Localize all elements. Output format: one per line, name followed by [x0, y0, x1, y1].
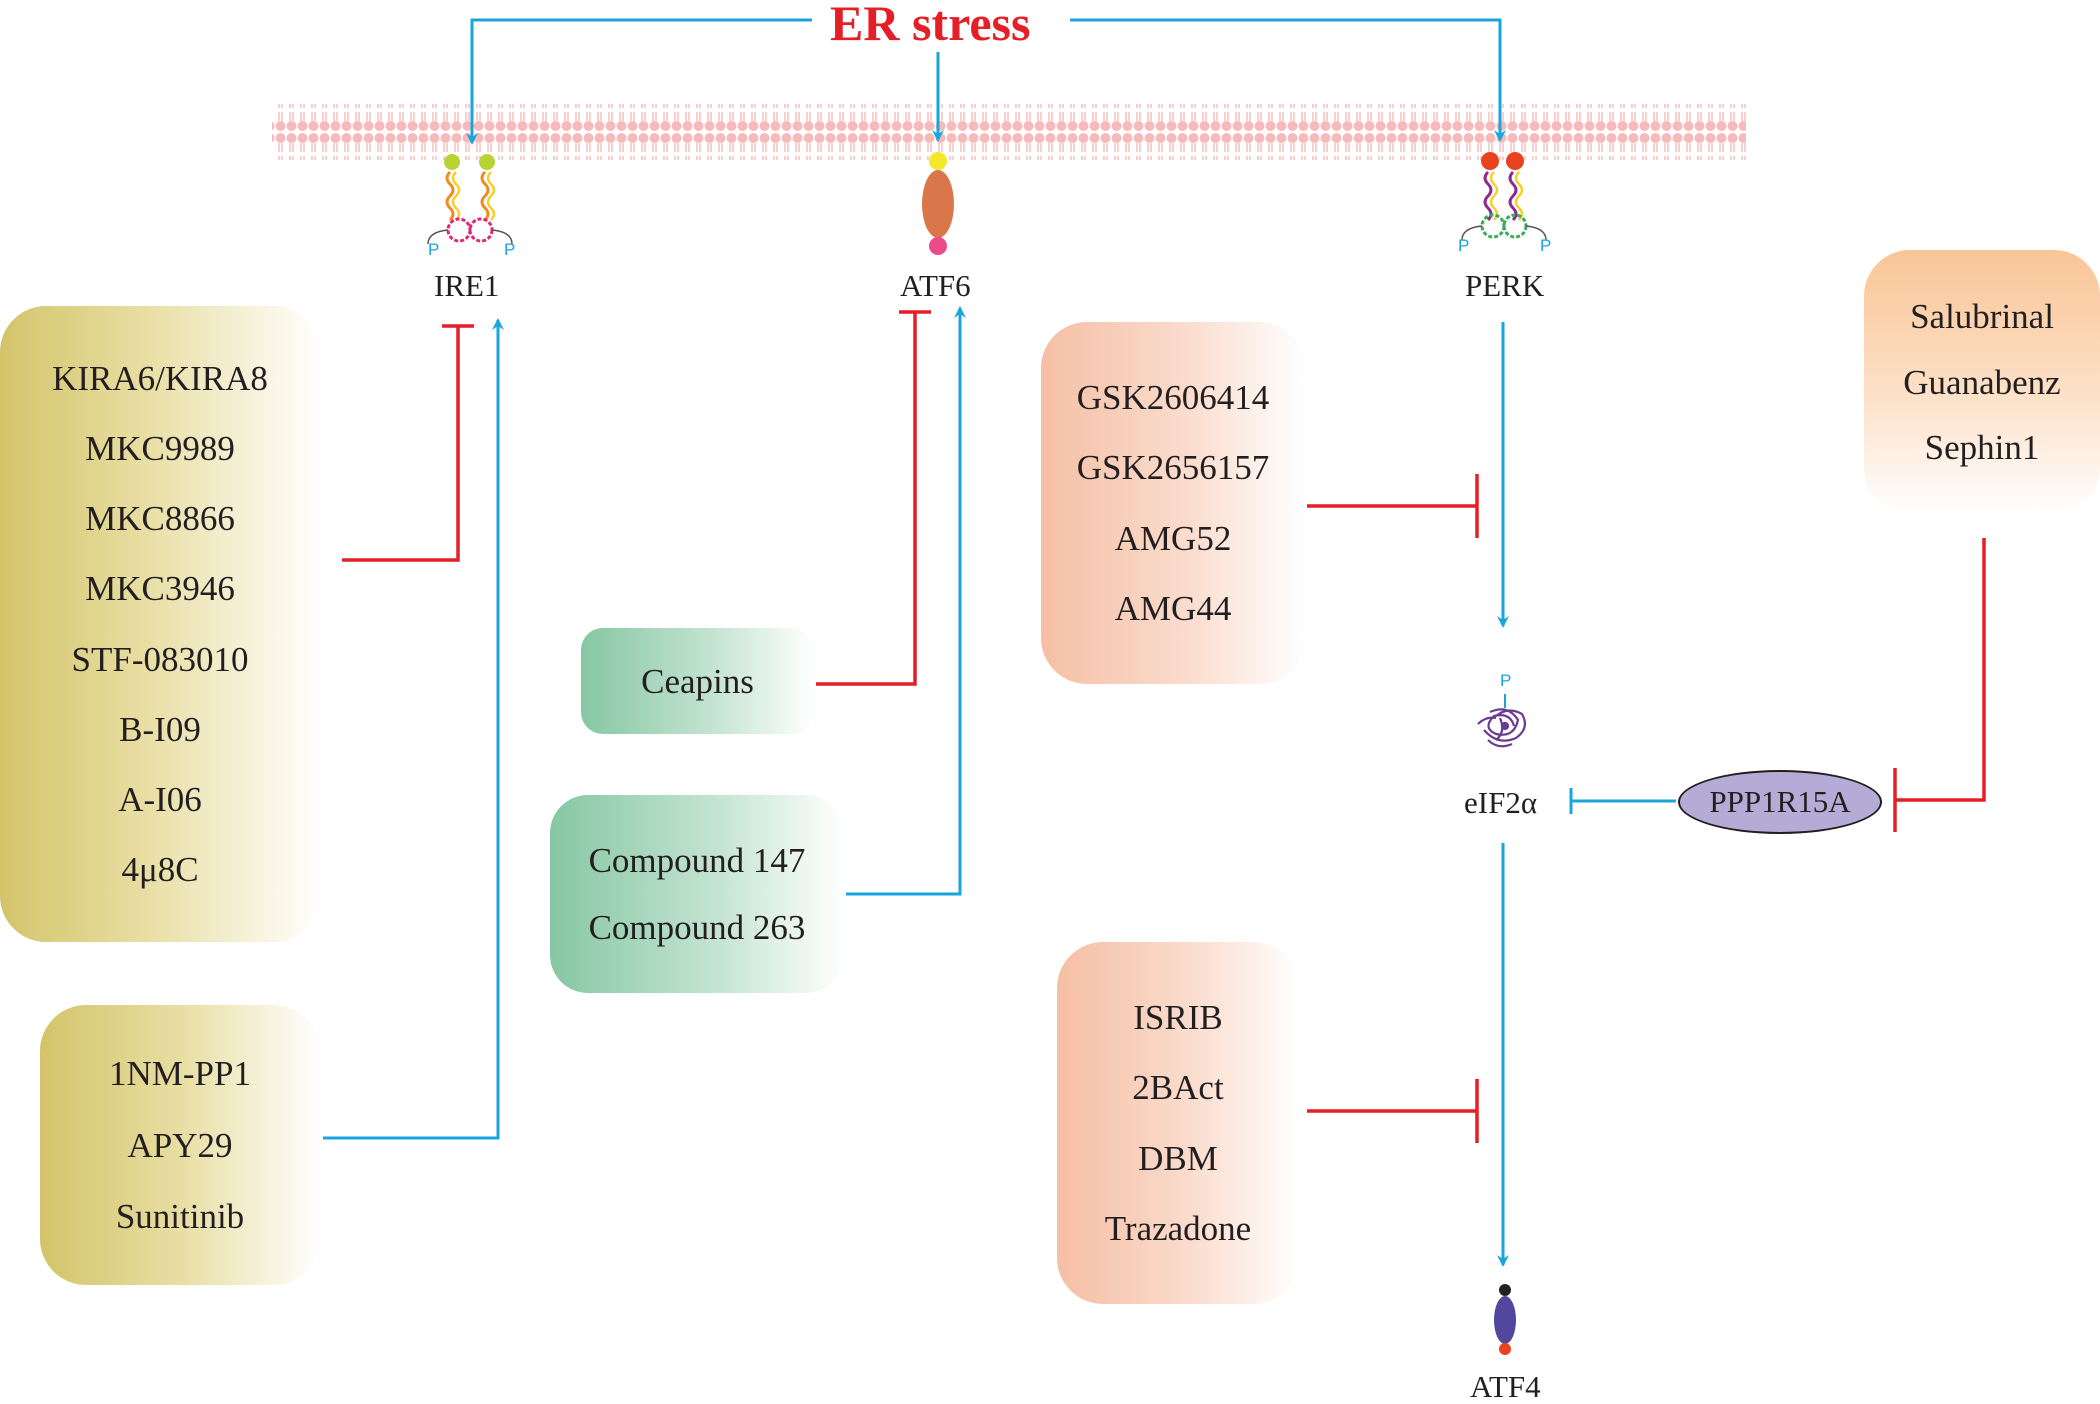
er-stress-arrows: [466, 18, 1506, 145]
atf6-activators-box: Compound 147 Compound 263: [550, 795, 844, 993]
isr-inhibitor: ISRIB: [1133, 997, 1223, 1037]
ire1-inhibitor: KIRA6/KIRA8: [52, 359, 268, 399]
atf6-label: ATF6: [900, 268, 971, 303]
er-membrane: [272, 104, 1746, 160]
ire1-inhibitor: MKC9989: [85, 429, 235, 469]
isr-inhibitor: 2BAct: [1132, 1068, 1224, 1108]
ire1-receptor-icon: [427, 154, 513, 245]
ppp1r15a-label: PPP1R15A: [1709, 784, 1851, 819]
perk-phospho-label-left: P: [1458, 236, 1470, 255]
perk-label: PERK: [1465, 268, 1545, 303]
atf6-inhibition-arrow: [816, 310, 931, 686]
ppp1r15a-inhibition-arrow: [1893, 538, 1986, 832]
eif2-dephos-inhibitor: Sephin1: [1924, 428, 2040, 468]
atf6-activator: Compound 147: [588, 841, 806, 880]
perk-receptor-icon: [1461, 152, 1547, 241]
isr-inhibitors-box: ISRIB 2BAct DBM Trazadone: [1057, 942, 1299, 1304]
ire1-inhibitors-box: KIRA6/KIRA8 MKC9989 MKC8866 MKC3946 STF-…: [0, 306, 320, 942]
ire1-inhibitor: MKC8866: [85, 499, 235, 539]
eif2a-protein-icon: [1477, 694, 1527, 748]
ire1-phospho-label-right: P: [504, 240, 516, 259]
perk-phospho-label-right: P: [1540, 236, 1552, 255]
perk-inhibitor: AMG44: [1114, 589, 1232, 629]
ire1-activators-box: 1NM-PP1 APY29 Sunitinib: [40, 1005, 320, 1285]
eif2-dephosphorylation-inhibitors-box: Salubrinal Guanabenz Sephin1: [1864, 250, 2100, 514]
atf6-activator: Compound 263: [588, 908, 806, 947]
eif2-dephos-inhibitor: Guanabenz: [1903, 362, 2061, 402]
eif2a-phospho-label: P: [1500, 671, 1512, 690]
ire1-activator: 1NM-PP1: [109, 1053, 251, 1093]
atf6-activation-arrow: [846, 306, 966, 896]
ppp1r15a-dephosphorylation-arrow: [1569, 788, 1676, 814]
perk-inhibitors-box: GSK2606414 GSK2656157 AMG52 AMG44: [1041, 322, 1305, 684]
er-stress-title: ER stress: [830, 0, 1031, 51]
ire1-activation-arrow: [323, 318, 504, 1140]
ire1-activator: Sunitinib: [115, 1197, 245, 1237]
ire1-inhibition-arrow: [342, 324, 474, 562]
ire1-phospho-label-left: P: [428, 240, 440, 259]
ire1-label: IRE1: [434, 268, 500, 303]
perk-inhibitor: GSK2656157: [1076, 448, 1270, 488]
ire1-activator: APY29: [127, 1125, 233, 1165]
atf4-protein-icon: [1494, 1284, 1516, 1355]
eif2a-label: eIF2α: [1464, 785, 1538, 820]
isr-inhibition-arrow: [1307, 1079, 1479, 1143]
eif2-dephos-inhibitor: Salubrinal: [1910, 296, 2054, 336]
isr-inhibitor: Trazadone: [1104, 1209, 1252, 1249]
perk-inhibition-arrow: [1307, 474, 1479, 538]
perk-inhibitor: GSK2606414: [1076, 377, 1270, 417]
isr-inhibitor: DBM: [1138, 1138, 1218, 1178]
ire1-inhibitor: STF-083010: [71, 639, 249, 679]
ire1-inhibitor: 4μ8C: [121, 849, 199, 889]
ppp1r15a-node: PPP1R15A: [1678, 770, 1882, 834]
atf6-inhibitor: Ceapins: [641, 661, 754, 701]
ire1-inhibitor: MKC3946: [85, 569, 235, 609]
ire1-inhibitor: B-I09: [119, 709, 201, 749]
perk-inhibitor: AMG52: [1114, 518, 1232, 558]
atf6-receptor-icon: [922, 152, 954, 255]
atf4-label: ATF4: [1470, 1369, 1541, 1404]
ire1-inhibitor: A-I06: [118, 779, 202, 819]
atf6-inhibitors-box: Ceapins: [581, 628, 814, 734]
